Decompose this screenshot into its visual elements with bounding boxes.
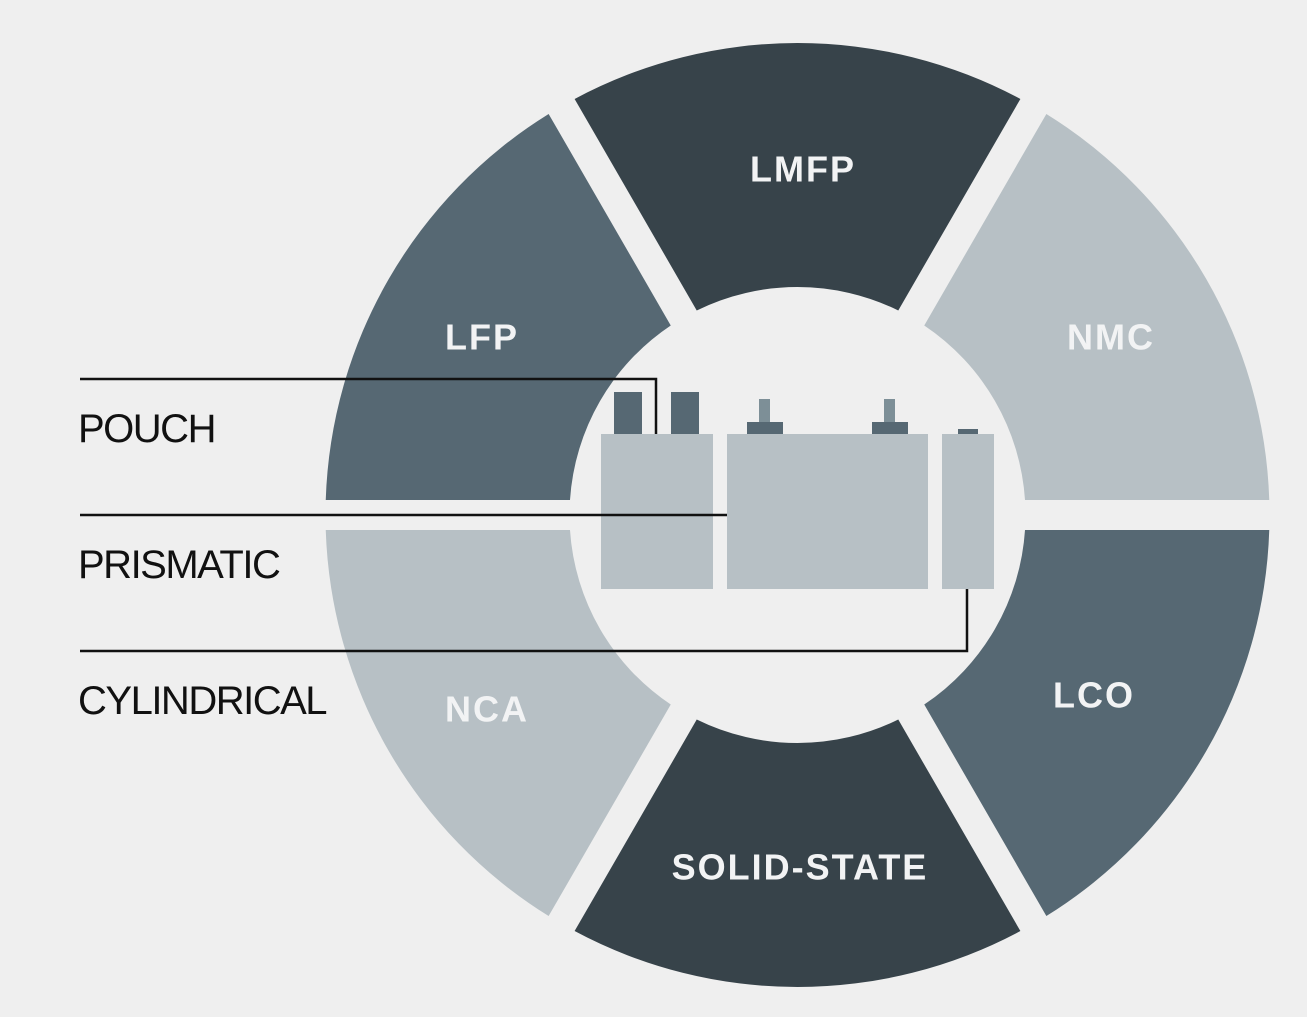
segment-nmc [924,113,1270,500]
cell-label-pouch: POUCH [78,407,215,451]
leader-lines [80,377,969,653]
segment-lmfp [574,42,1021,311]
segment-solid-state [574,719,1021,987]
cylindrical-leader-line [80,589,969,653]
cylindrical-cell-icon [942,429,994,589]
segment-lco [924,530,1270,917]
segment-label-lmfp: LMFP [750,149,856,190]
segment-label-solid-state: SOLID-STATE [672,847,929,888]
chemistry-ring [325,42,1270,987]
cell-label-prismatic: PRISMATIC [78,543,280,587]
segment-nca [325,530,671,917]
prismatic-cell-icon [727,399,928,589]
segment-label-lco: LCO [1053,675,1135,716]
segment-label-nca: NCA [445,689,529,730]
chemistry-labels: LMFP NMC LCO SOLID-STATE NCA LFP [445,149,1155,888]
segment-label-nmc: NMC [1067,317,1155,358]
segment-lfp [325,113,671,500]
pouch-leader-line [80,377,658,434]
segment-label-lfp: LFP [445,317,519,358]
pouch-cell-icon [601,392,713,589]
cell-label-cylindrical: CYLINDRICAL [78,679,326,723]
